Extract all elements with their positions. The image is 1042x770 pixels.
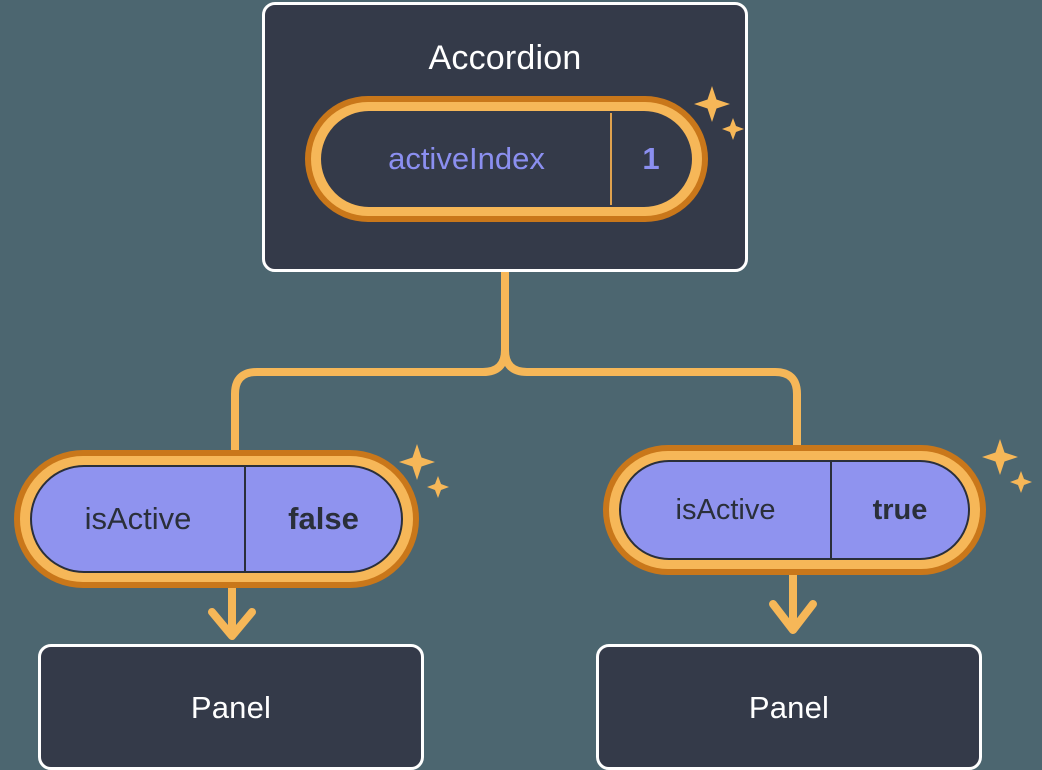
prop-value-label: true — [830, 462, 968, 558]
arrow-left-prop-to-panel — [208, 588, 256, 640]
component-title-panel-left: Panel — [190, 689, 272, 725]
sparkle-group-right-prop — [980, 437, 1040, 512]
prop-pill-is-active-right[interactable]: isActive true — [603, 445, 986, 575]
state-key-label: activeIndex — [388, 141, 545, 176]
sparkle-icon — [427, 476, 449, 498]
component-card-panel-left[interactable]: Panel — [38, 644, 424, 770]
pill-body: activeIndex 1 — [321, 111, 692, 207]
state-pill-active-index[interactable]: activeIndex 1 — [305, 96, 708, 222]
sparkle-icon — [982, 439, 1018, 475]
component-card-panel-right[interactable]: Panel — [596, 644, 982, 770]
connector-trunk-left — [231, 346, 509, 456]
prop-pill-is-active-left[interactable]: isActive false — [14, 450, 419, 588]
prop-key-label: isActive — [84, 501, 192, 536]
sparkle-icon — [1010, 471, 1032, 493]
component-title-panel-right: Panel — [748, 689, 830, 725]
component-title-accordion: Accordion — [428, 39, 582, 77]
pill-body: isActive false — [30, 465, 403, 573]
prop-value-label: false — [244, 467, 401, 571]
connector-trunk — [501, 268, 801, 452]
state-value-label: 1 — [610, 113, 690, 205]
arrow-right-prop-to-panel — [769, 575, 817, 634]
prop-key-label: isActive — [675, 493, 776, 526]
pill-body: isActive true — [619, 460, 970, 560]
